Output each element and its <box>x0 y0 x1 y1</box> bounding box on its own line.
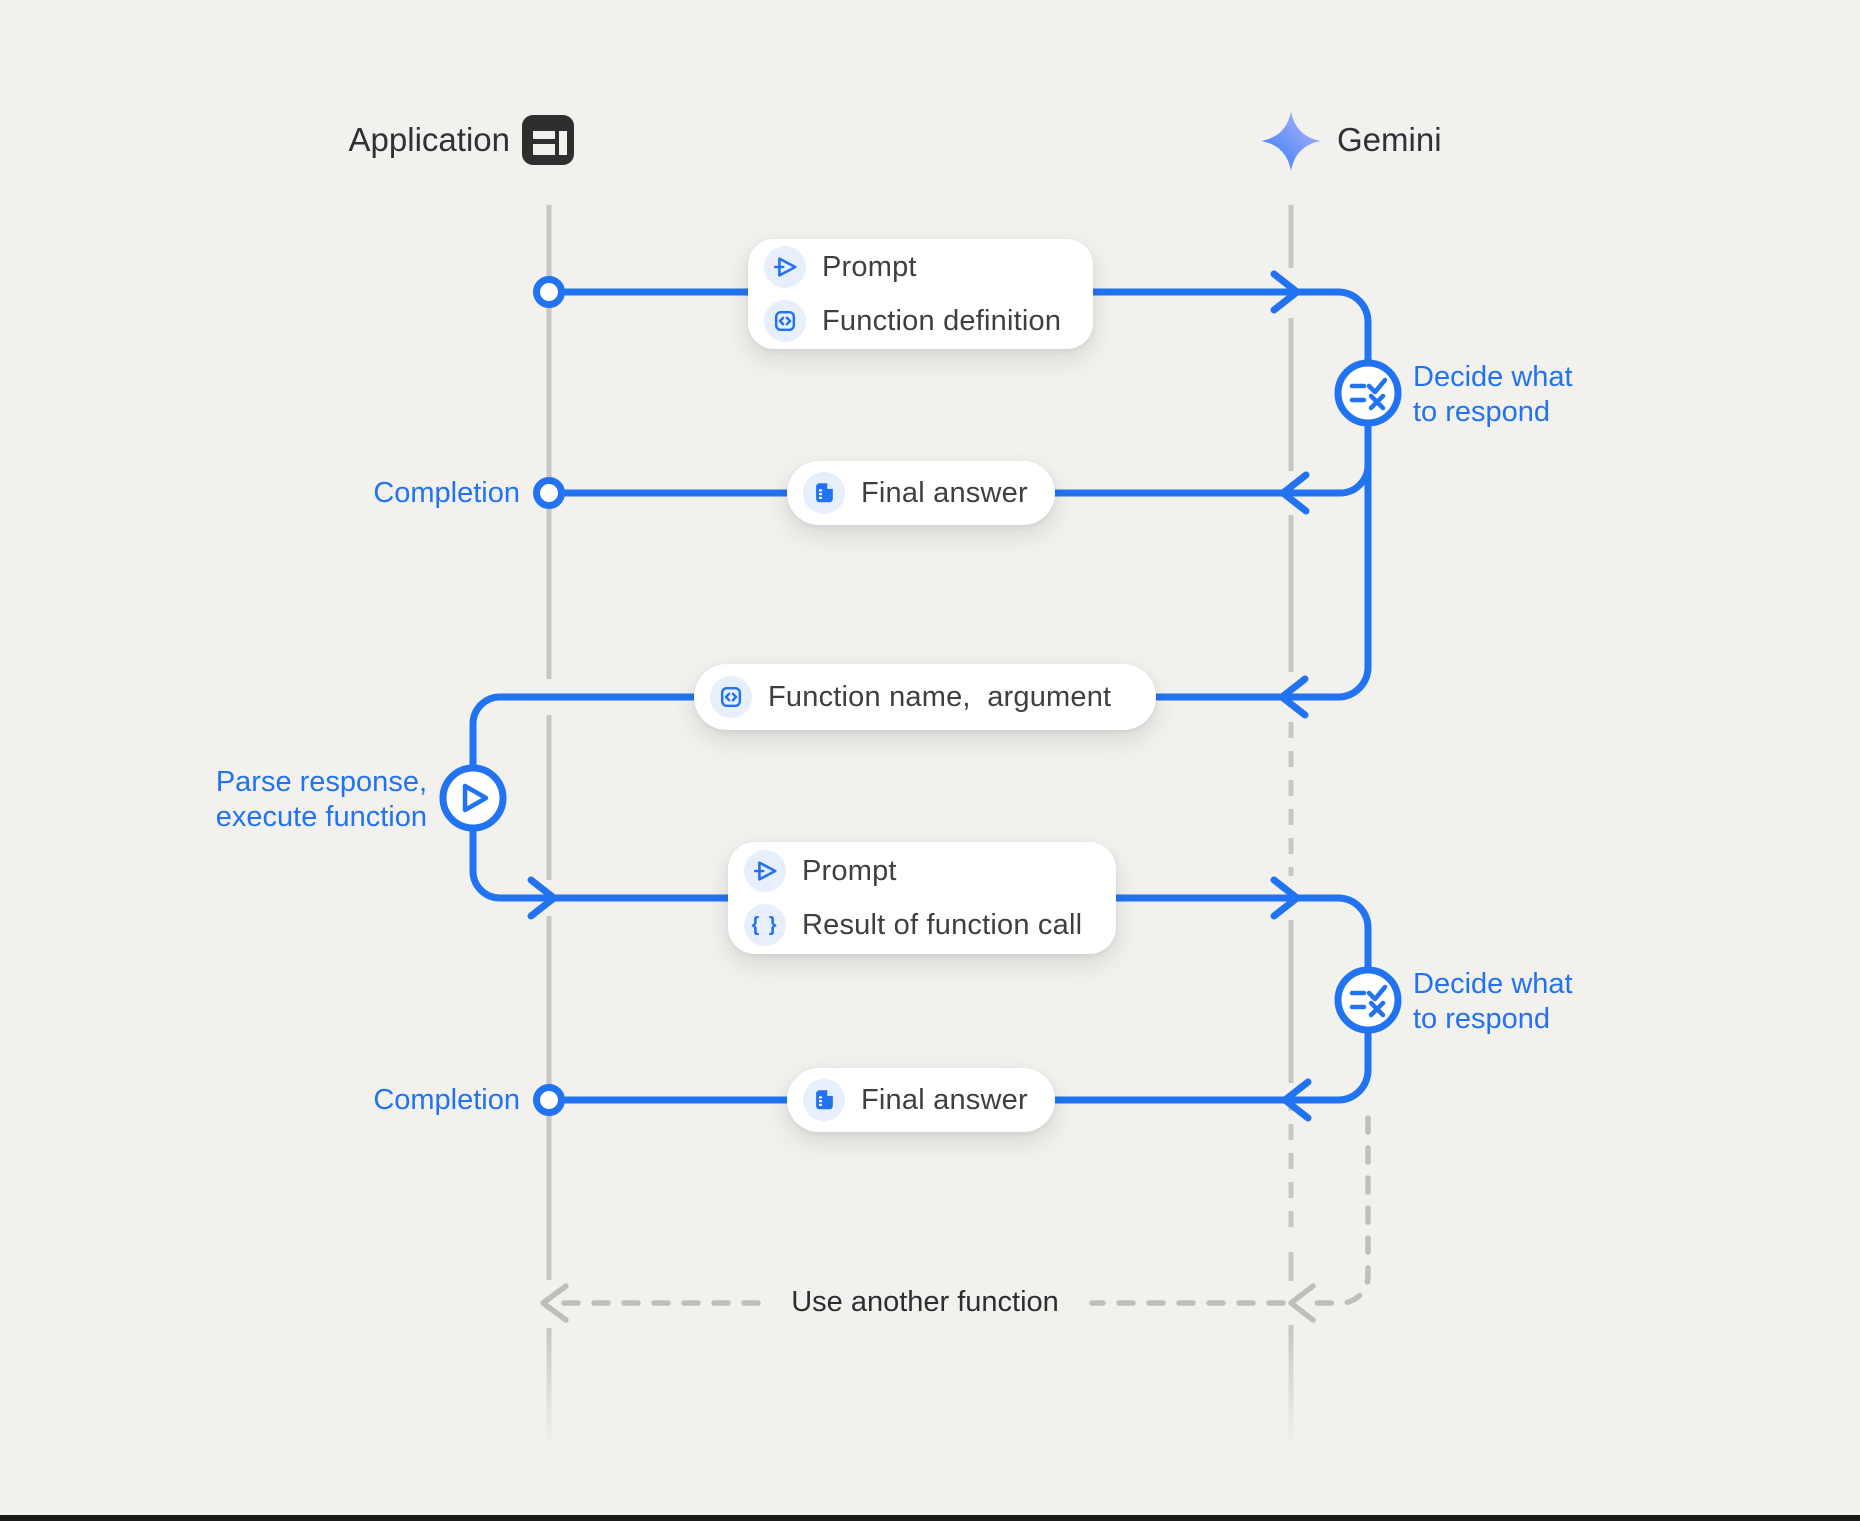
play-icon <box>462 783 489 813</box>
final-answer-1-path <box>558 461 1372 497</box>
arrowhead-function-name <box>1278 675 1309 719</box>
message-card-prompt-result: Prompt { } Result of function call <box>728 842 1116 954</box>
completion-label-1: Completion <box>373 477 520 509</box>
arrowhead-prompt-2-right <box>1270 876 1301 920</box>
application-header-label: Application <box>348 121 510 158</box>
gemini-sparkle-icon <box>1261 111 1321 171</box>
decide-node-2 <box>1334 966 1402 1034</box>
gray-arrowhead-at-gemini <box>1288 1283 1316 1323</box>
use-another-function-label: Use another function <box>791 1286 1059 1318</box>
endpoint-rings <box>533 276 565 1116</box>
decide-node-1 <box>1334 359 1402 427</box>
code-icon <box>710 676 752 718</box>
decide-label-2: Decide what to respond <box>1413 968 1573 1035</box>
ring-completion-2 <box>533 1084 565 1116</box>
card-label: Function definition <box>822 304 1062 337</box>
parse-label: Parse response, execute function <box>215 766 427 833</box>
app-window-icon <box>522 115 574 165</box>
gemini-header-label: Gemini <box>1337 121 1442 158</box>
card-label: Final answer <box>861 1083 1028 1116</box>
decide-label-1: Decide what to respond <box>1413 361 1573 428</box>
rule-check-cross-icon <box>1349 984 1388 1018</box>
card-row: Final answer <box>803 472 1029 514</box>
use-another-function-path <box>540 1115 1371 1323</box>
arrowhead-final-answer-1 <box>1279 471 1310 515</box>
completion-label-2: Completion <box>373 1084 520 1116</box>
message-card-final-answer-2: Final answer <box>787 1068 1055 1132</box>
ring-completion-1 <box>533 477 565 509</box>
card-row: { } Result of function call <box>744 904 1090 946</box>
send-icon <box>744 850 786 892</box>
card-label: Final answer <box>861 476 1028 509</box>
document-icon <box>803 472 845 514</box>
message-card-function-name: Function name, argument <box>694 664 1156 730</box>
gray-arrowhead-at-application <box>540 1283 569 1323</box>
card-row: Final answer <box>803 1079 1029 1121</box>
arrowhead-final-answer-2 <box>1281 1078 1312 1122</box>
arrowhead-prompt-1 <box>1270 270 1301 314</box>
parse-node <box>439 764 507 832</box>
card-row: Prompt <box>744 850 1090 892</box>
send-icon <box>764 246 806 288</box>
card-label: Result of function call <box>802 908 1083 941</box>
message-card-final-answer-1: Final answer <box>787 461 1055 525</box>
rule-check-cross-icon <box>1349 377 1388 411</box>
card-label: Function name, argument <box>768 680 1112 713</box>
code-icon <box>764 300 806 342</box>
braces-icon: { } <box>744 904 786 946</box>
message-card-prompt-function-definition: Prompt Function definition <box>748 239 1093 349</box>
card-row: Prompt <box>764 246 1067 288</box>
arrowhead-prompt-2-left <box>527 876 558 920</box>
ring-prompt-1 <box>533 276 565 308</box>
card-row: Function name, argument <box>710 676 1130 718</box>
bottom-edge-bar <box>0 1515 1860 1521</box>
card-row: Function definition <box>764 300 1067 342</box>
document-icon <box>803 1079 845 1121</box>
card-label: Prompt <box>802 854 897 887</box>
card-label: Prompt <box>822 250 917 283</box>
